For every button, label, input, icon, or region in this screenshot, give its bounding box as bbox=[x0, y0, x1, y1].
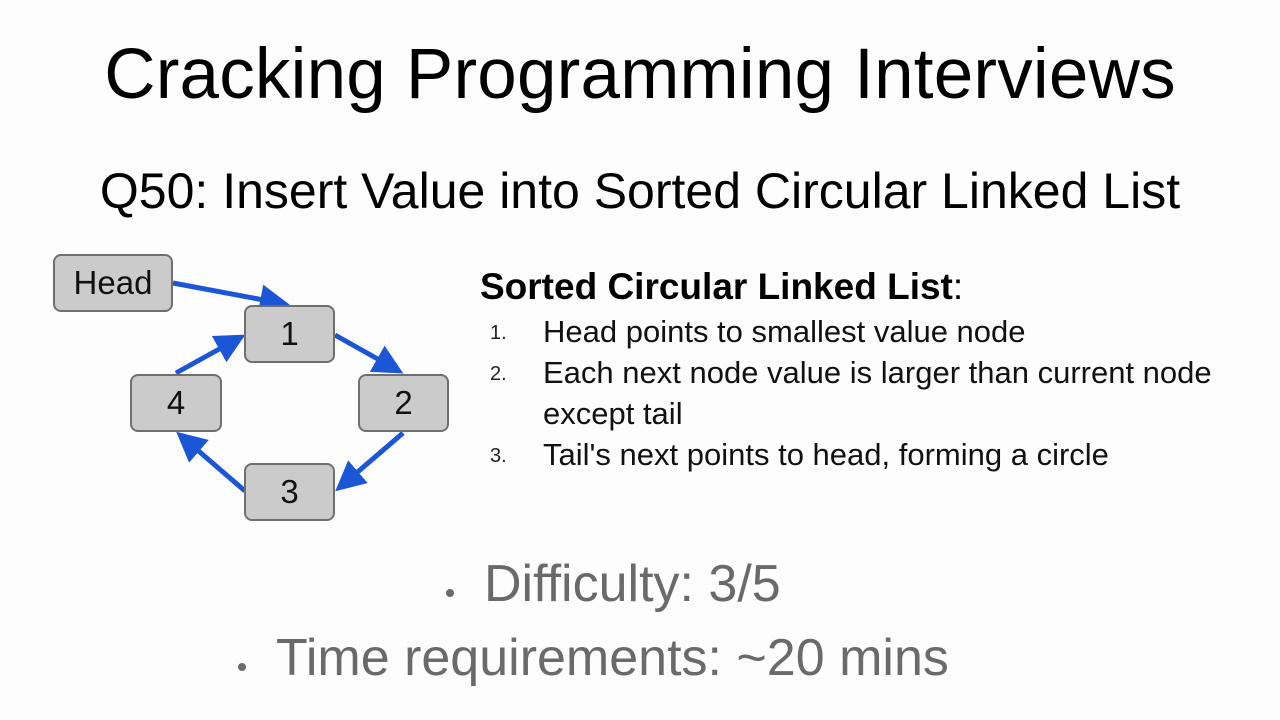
slide-title: Cracking Programming Interviews bbox=[104, 35, 1176, 114]
definition-item-text: Tail's next points to head, forming a ci… bbox=[543, 437, 1109, 472]
definition-item: 1. Head points to smallest value node bbox=[480, 311, 1260, 352]
head-node: Head bbox=[53, 254, 173, 312]
arrow-3-to-4 bbox=[176, 431, 247, 493]
arrow-1-to-2 bbox=[333, 332, 404, 374]
definition-item: 2. Each next node value is larger than c… bbox=[480, 352, 1243, 434]
definition-heading-text: Sorted Circular Linked List bbox=[480, 266, 953, 307]
list-node-value: 4 bbox=[166, 384, 186, 421]
definition-list: 1. Head points to smallest value node 2.… bbox=[480, 311, 1260, 475]
list-node-value: 3 bbox=[280, 473, 299, 510]
linked-list-diagram: Head 1 2 3 4 bbox=[0, 0, 470, 540]
definition-item-number: 1. bbox=[490, 322, 507, 344]
head-node-label: Head bbox=[73, 264, 153, 301]
time-bullet: Time requirements: ~20 mins bbox=[238, 626, 949, 690]
list-node-2: 2 bbox=[358, 374, 449, 432]
definition-heading-colon: : bbox=[952, 266, 964, 307]
definition-item-text: Head points to smallest value node bbox=[543, 314, 1026, 349]
list-node-1: 1 bbox=[244, 305, 335, 363]
definition-item-number: 2. bbox=[490, 363, 507, 385]
definition-item-number: 3. bbox=[490, 445, 507, 467]
difficulty-bullet: Difficulty: 3/5 bbox=[446, 552, 781, 616]
arrow-2-to-3 bbox=[335, 431, 405, 492]
definition-item-text: Each next node value is larger than curr… bbox=[543, 355, 1212, 431]
definition-item: 3. Tail's next points to head, forming a… bbox=[480, 434, 1260, 475]
arrows bbox=[172, 280, 405, 493]
list-node-4: 4 bbox=[130, 374, 222, 432]
difficulty-text: Difficulty: 3/5 bbox=[484, 555, 781, 613]
list-node-value: 1 bbox=[280, 315, 299, 352]
time-text: Time requirements: ~20 mins bbox=[276, 629, 949, 687]
definition-block: Sorted Circular Linked List: 1. Head poi… bbox=[480, 263, 1260, 475]
list-node-value: 2 bbox=[394, 384, 413, 421]
bullet-dot-icon bbox=[446, 589, 454, 598]
arrow-head-to-1 bbox=[172, 280, 290, 315]
list-node-3: 3 bbox=[244, 463, 335, 521]
arrow-4-to-1 bbox=[174, 334, 246, 376]
slide-subtitle: Q50: Insert Value into Sorted Circular L… bbox=[99, 163, 1181, 219]
definition-heading: Sorted Circular Linked List: bbox=[480, 263, 1260, 311]
bullet-dot-icon bbox=[238, 663, 246, 672]
